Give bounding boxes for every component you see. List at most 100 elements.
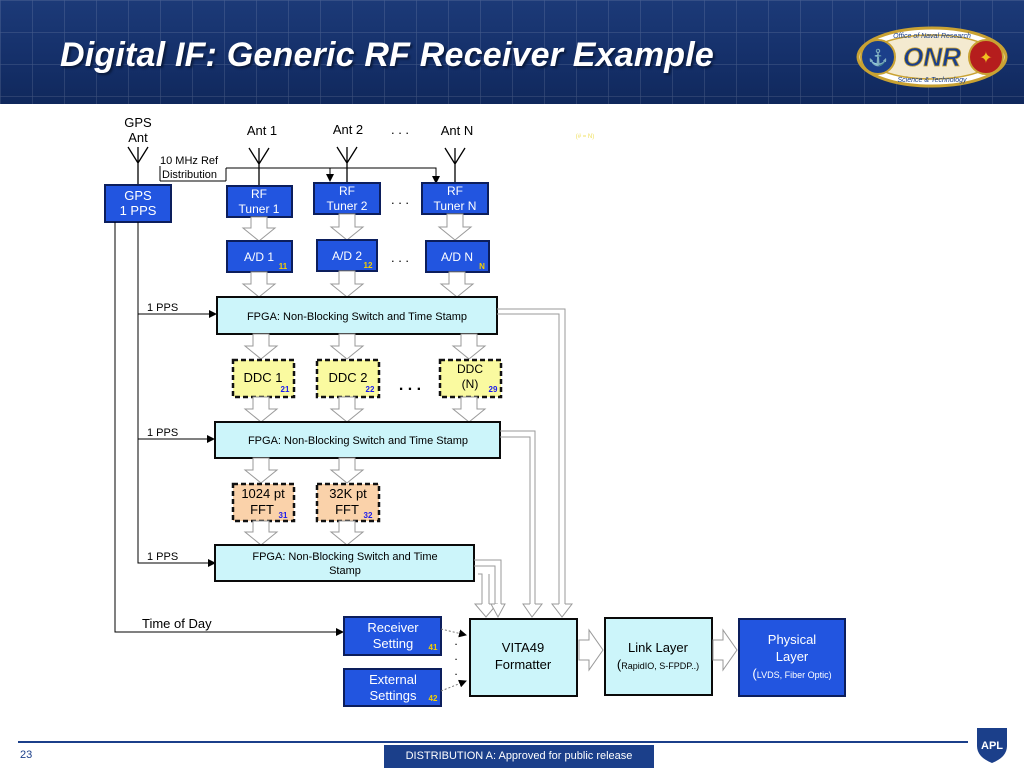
ddc-1: DDC 1 21 [231, 358, 296, 399]
external-settings-line2: Settings [370, 688, 417, 703]
adc-n-label: A/D N [441, 250, 473, 264]
vita-to-link-arrow [578, 628, 604, 672]
gps-antenna-label-1: GPS [124, 115, 152, 130]
pps-label-1: 1 PPS [147, 302, 178, 314]
svg-text:✦: ✦ [979, 50, 992, 67]
apl-logo: APL [965, 724, 1020, 764]
fpga-1-label: FPGA: Non-Blocking Switch and Time Stamp [247, 311, 467, 323]
antenna-1: Ant 1 [247, 123, 277, 185]
gps-1pps-box: GPS 1 PPS [104, 184, 172, 223]
physical-layer-line2: Layer [776, 649, 809, 664]
ant1-label: Ant 1 [247, 123, 277, 138]
receiver-setting-line2: Setting [373, 636, 413, 651]
fpga-3: FPGA: Non-Blocking Switch and Time Stamp [214, 544, 475, 582]
ddc-2-num: 22 [366, 385, 375, 394]
rf-tuner-2-line2: Tuner 2 [327, 199, 368, 213]
fft-32k-line1: 32K pt [329, 486, 367, 501]
fft-32k: 32K pt FFT 32 [315, 482, 381, 523]
ddc-to-fpga2-arrows [243, 396, 487, 423]
apl-shield-icon [977, 728, 1007, 763]
fpga-2-label: FPGA: Non-Blocking Switch and Time Stamp [248, 435, 468, 447]
ddc-n-num: 29 [489, 385, 498, 394]
rf-receiver-diagram: GPS Ant Ant 1 Ant 2 . . . Ant N (# = N) … [104, 115, 846, 707]
ant1-icon [248, 147, 270, 185]
ddc-n: DDC (N) 29 [438, 358, 503, 399]
pps-label-3: 1 PPS [147, 551, 178, 563]
settings-dots-2: . [454, 649, 457, 663]
adc-1-num: 11 [279, 262, 288, 271]
gps-box-line1: GPS [124, 188, 152, 203]
gps-antenna-label-2: Ant [128, 130, 148, 145]
physical-layer: Physical Layer (LVDS, Fiber Optic) [738, 618, 846, 697]
rf-tuner-2: RF Tuner 2 [313, 182, 381, 215]
adc-2-label: A/D 2 [332, 249, 362, 263]
header-blueprint-pattern [0, 0, 1024, 104]
fpga2-to-fft-arrows [243, 457, 365, 484]
fpga-3-line2: Stamp [329, 565, 361, 577]
fpga1-to-ddc-arrows [243, 333, 487, 360]
receiver-setting-box: Receiver Setting 41 [343, 616, 442, 656]
settings-dots-3: . [454, 664, 457, 678]
antenna-dots: . . . [391, 122, 409, 137]
ant2-icon [336, 146, 358, 183]
antenna-n: Ant N [441, 123, 473, 183]
physical-layer-line1: Physical [768, 632, 817, 647]
rf-tuner-1-line2: Tuner 1 [239, 202, 280, 216]
fpga-1: FPGA: Non-Blocking Switch and Time Stamp [216, 296, 498, 335]
receiver-setting-line1: Receiver [367, 620, 419, 635]
fft-to-fpga3-arrows [243, 520, 365, 546]
ref-distribution: 10 MHz Ref Distribution [159, 155, 440, 184]
fpga-3-line1: FPGA: Non-Blocking Switch and Time [252, 551, 437, 563]
ddc-2: DDC 2 22 [315, 358, 381, 399]
faint-note: (# = N) [576, 134, 595, 140]
external-settings-line1: External [369, 672, 417, 687]
link-to-physical-arrow [712, 628, 738, 672]
adc-to-fpga-arrows [241, 270, 475, 298]
ddc-1-label: DDC 1 [243, 370, 282, 385]
svg-text:⚓: ⚓ [868, 48, 888, 67]
rf-tuner-n-line2: Tuner N [434, 199, 477, 213]
footer-divider [18, 741, 968, 743]
adc-2: A/D 2 12 [316, 239, 378, 272]
vita49-formatter: VITA49 Formatter [469, 618, 578, 697]
gps-antenna: GPS Ant [124, 115, 152, 185]
vita49-line1: VITA49 [502, 640, 544, 655]
rf-tuner-2-line1: RF [339, 184, 355, 198]
ref-label-2: Distribution [162, 169, 217, 181]
gps-antenna-icon [127, 146, 149, 185]
apl-logo-text: APL [981, 740, 1003, 752]
rf-tuner-1-line1: RF [251, 187, 267, 201]
rf-tuner-n-line1: RF [447, 184, 463, 198]
onr-logo-bottom: Science & Technology [897, 77, 967, 84]
fft-32k-num: 32 [364, 511, 373, 520]
gps-box-line2: 1 PPS [120, 203, 157, 218]
vita49-line2: Formatter [495, 657, 552, 672]
external-settings-num: 42 [429, 694, 438, 703]
external-settings-box: External Settings 42 [343, 668, 442, 707]
fpga-2: FPGA: Non-Blocking Switch and Time Stamp [214, 421, 501, 459]
settings-to-vita-arrows [440, 628, 467, 692]
rf-tuner-n: RF Tuner N [421, 182, 489, 215]
adc-dots: . . . [391, 250, 409, 265]
adc-1: A/D 1 11 [226, 240, 293, 273]
pps-distribution-lines [114, 222, 344, 636]
pps-label-2: 1 PPS [147, 427, 178, 439]
slide-title: Digital IF: Generic RF Receiver Example [60, 36, 715, 74]
fpga-to-vita-bus [474, 308, 566, 606]
ant2-label: Ant 2 [333, 122, 363, 137]
ddc-dots: . . . [399, 377, 421, 394]
link-layer-line2: (RapidIO, S-FPDP..) [617, 657, 699, 672]
ddc-2-label: DDC 2 [328, 370, 367, 385]
link-layer-line1: Link Layer [628, 640, 689, 655]
rf-tuner-1: RF Tuner 1 [226, 185, 293, 218]
ddc-n-line1: DDC [457, 362, 483, 376]
receiver-setting-num: 41 [429, 643, 438, 652]
onr-logo-top: Office of Naval Research [893, 33, 971, 40]
onr-logo-letters: ONR [903, 42, 961, 72]
onr-logo: ⚓ ✦ ONR Office of Naval Research Science… [856, 26, 1008, 88]
adc-1-label: A/D 1 [244, 250, 274, 264]
fft-1024-line1: 1024 pt [241, 486, 285, 501]
physical-layer-line3: (LVDS, Fiber Optic) [752, 666, 831, 681]
link-layer: Link Layer (RapidIO, S-FPDP..) [604, 617, 713, 696]
adc-n-num: N [479, 262, 485, 271]
